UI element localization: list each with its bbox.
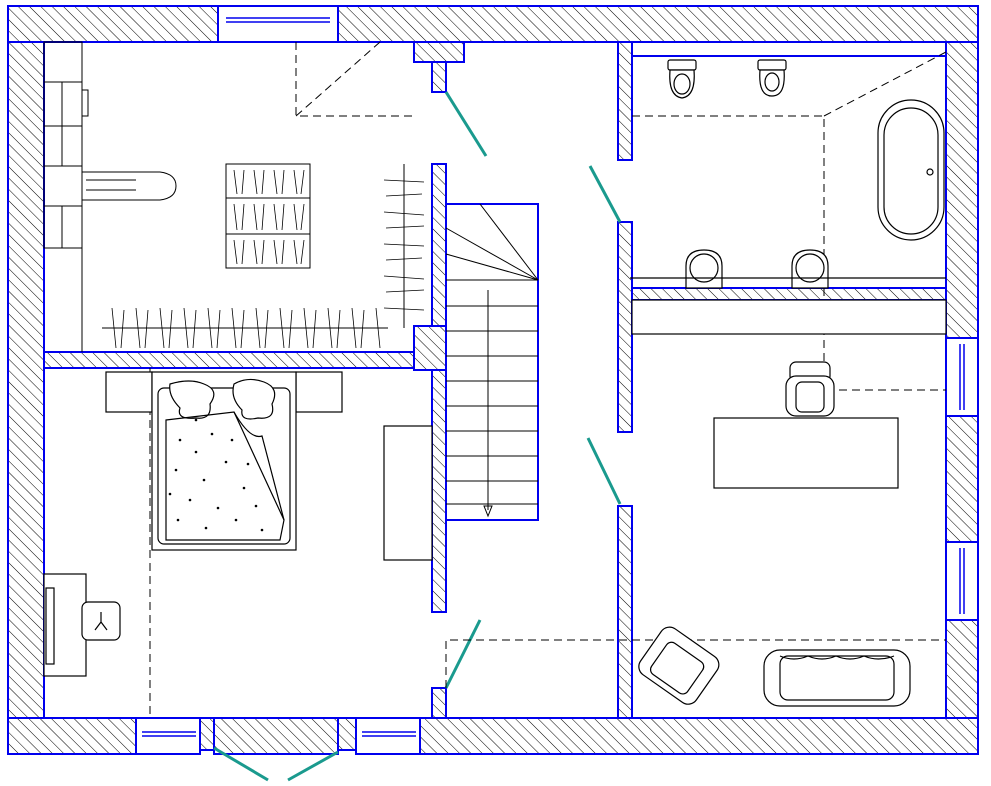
door-leaf-office (586, 437, 622, 505)
closet-furniture (43, 41, 425, 352)
desk-icon (713, 417, 899, 489)
bedroom-furniture (43, 371, 433, 677)
dashed-zone-lines (149, 41, 947, 718)
office-chair-icon (785, 361, 835, 417)
hanger-icon (225, 163, 311, 269)
door-leaf-bath (588, 165, 622, 223)
door-leaves (213, 91, 622, 782)
bidet-icon (757, 59, 787, 97)
sink-icon (791, 249, 829, 289)
window-right-upper (945, 337, 979, 417)
toilet-icon (667, 59, 697, 99)
bed-icon (151, 371, 297, 551)
door-leaf-balcony-right (287, 750, 339, 782)
window-top (217, 5, 339, 43)
door-leaf-closet (444, 91, 488, 157)
door-leaf-balcony-left (213, 746, 269, 782)
door-leaf-bedroom (444, 619, 482, 689)
armchair-icon (638, 626, 720, 705)
window-right-lower (945, 541, 979, 621)
sink-icon (685, 249, 723, 289)
sofa-icon (763, 649, 911, 707)
stairs (445, 203, 539, 521)
bathroom-furniture (630, 59, 946, 289)
office-furniture (631, 299, 947, 707)
bathtub-icon (877, 99, 945, 241)
outer-walls (7, 5, 979, 755)
